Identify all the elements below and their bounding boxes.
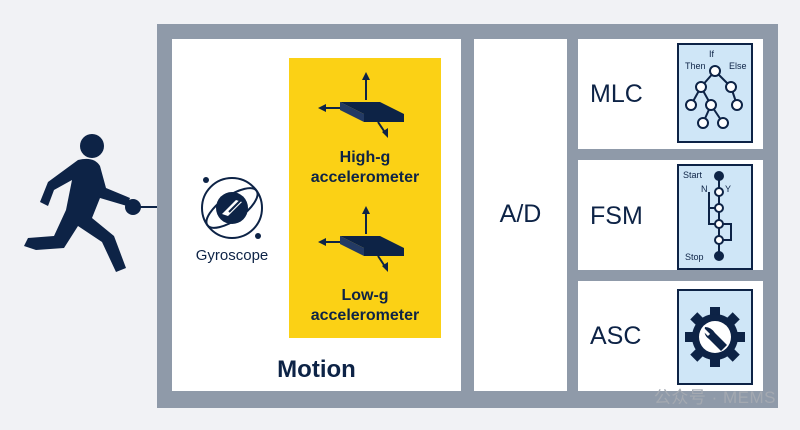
- low-g-label-line2: accelerometer: [310, 307, 420, 324]
- tree-then-label: Then: [685, 61, 706, 71]
- flow-yes-label: Y: [725, 184, 732, 194]
- watermark-text: 公众号 · MEMS: [653, 388, 776, 407]
- ad-label: A/D: [499, 200, 542, 228]
- mlc-label: MLC: [590, 80, 643, 108]
- gear-icon: [677, 289, 753, 385]
- high-g-chip-icon: [318, 72, 404, 138]
- high-g-label-line2: accelerometer: [310, 169, 420, 186]
- flowchart-icon: Start N Y Stop: [677, 164, 753, 270]
- motion-label: Motion: [277, 356, 356, 383]
- tree-if-label: If: [709, 49, 715, 59]
- flow-stop-label: Stop: [685, 252, 704, 262]
- gyroscope-icon: [201, 177, 263, 239]
- ad-panel: [474, 39, 567, 391]
- runner-icon: [24, 134, 130, 272]
- high-g-label-line1: High-g: [339, 149, 391, 166]
- decision-tree-icon: If Then Else: [677, 43, 753, 143]
- gyroscope-label: Gyroscope: [195, 247, 269, 264]
- flow-no-label: N: [701, 184, 708, 194]
- asc-label: ASC: [590, 322, 642, 350]
- tree-else-label: Else: [729, 61, 747, 71]
- low-g-chip-icon: [318, 206, 404, 272]
- runner-connector-dot: [125, 199, 141, 215]
- fsm-label: FSM: [590, 202, 643, 230]
- low-g-label-line1: Low-g: [341, 287, 389, 304]
- flow-start-label: Start: [683, 170, 703, 180]
